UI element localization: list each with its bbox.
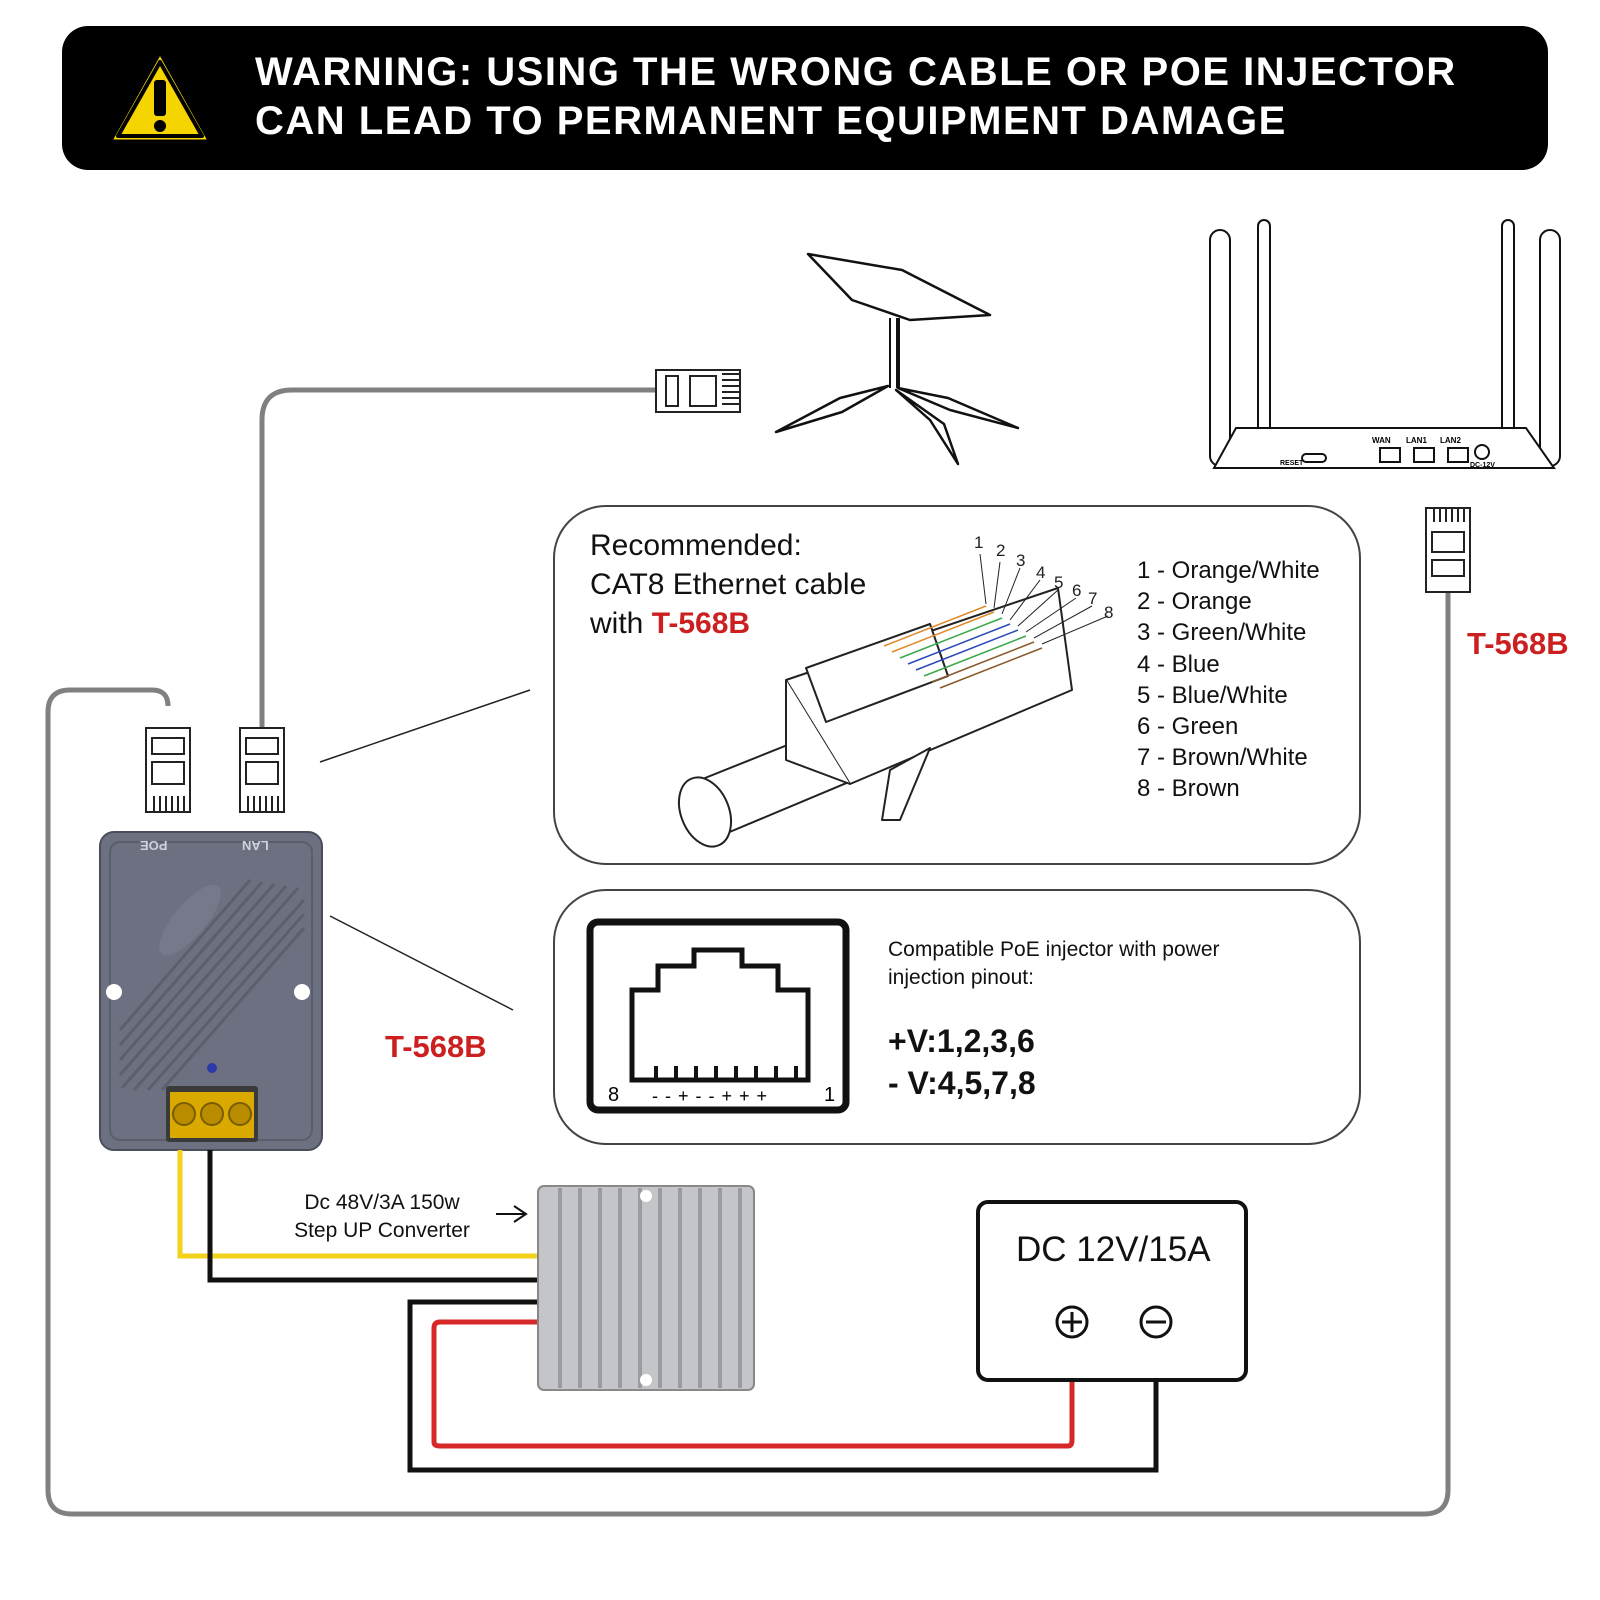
rj45-plug-lan-port (239, 727, 285, 813)
cable-recommendation: Recommended: CAT8 Ethernet cable with T-… (590, 526, 866, 643)
pinout-item: 6 - Green (1137, 713, 1239, 741)
warning-triangle-icon (106, 48, 214, 145)
pinout-item: 3 - Green/White (1137, 619, 1307, 647)
connector-pin-number: 8 (1104, 603, 1113, 622)
converter-label-line-2: Step UP Converter (294, 1219, 470, 1242)
injector-poe-port-label: POE (140, 838, 168, 853)
router-port-lan1: LAN1 (1406, 436, 1427, 445)
poe-description-line-2: injection pinout: (888, 966, 1034, 989)
pinout-item: 4 - Blue (1137, 650, 1220, 678)
power-supply-box (976, 1200, 1248, 1382)
lan-cable-standard-label: T-568B (385, 1029, 487, 1064)
router-port-lan2: LAN2 (1440, 436, 1461, 445)
pinout-list: 1 - Orange/White 2 - Orange 3 - Green/Wh… (1137, 555, 1320, 805)
rj45-jack-illustration (586, 918, 850, 1114)
warning-line-2: CAN LEAD TO PERMANENT EQUIPMENT DAMAGE (255, 99, 1287, 143)
jack-pin-8-label: 8 (608, 1084, 620, 1106)
negative-terminal-icon (1139, 1305, 1173, 1339)
cable-standard-prefix: with (590, 607, 652, 640)
cable-standard: T-568B (651, 607, 751, 640)
connector-pin-number: 3 (1016, 551, 1025, 570)
connector-pin-number: 2 (996, 541, 1005, 560)
router-cable-standard-label: T-568B (1467, 626, 1569, 661)
router (1209, 219, 1561, 469)
converter-label-line-1: Dc 48V/3A 150w (304, 1191, 460, 1214)
power-supply-label: DC 12V/15A (1016, 1230, 1211, 1269)
jack-pin-1-label: 1 (824, 1084, 836, 1106)
connector-pin-number: 1 (974, 533, 983, 552)
wire-black-negative (407, 1299, 1159, 1473)
pinout-item: 7 - Brown/White (1137, 744, 1308, 772)
poe-injector (99, 831, 323, 1151)
rj45-plug-dish (655, 369, 741, 413)
injector-lan-port-label: LAN (242, 838, 269, 853)
pinout-item: 2 - Orange (1137, 588, 1252, 616)
step-up-converter (537, 1185, 755, 1391)
ethernet-cable-router (45, 590, 1451, 1517)
cable-type: CAT8 Ethernet cable (590, 568, 867, 601)
router-reset-label: RESET (1280, 460, 1304, 467)
connector-pin-number: 4 (1036, 563, 1045, 582)
positive-terminal-icon (1055, 1305, 1089, 1339)
connector-pin-number: 5 (1054, 573, 1063, 592)
connector-pin-number: 7 (1088, 589, 1097, 608)
router-port-wan: WAN (1372, 436, 1391, 445)
ethernet-cable-dish (259, 387, 658, 728)
satellite-dish (774, 252, 1020, 466)
wire-black-to-converter (207, 1150, 540, 1283)
pointer-line-poe (329, 915, 514, 1011)
poe-description-line-1: Compatible PoE injector with power (888, 938, 1220, 961)
cable-standard-line: with T-568B (590, 604, 866, 643)
connector-pin-number: 6 (1072, 581, 1081, 600)
rj45-plug-poe-port (145, 727, 191, 813)
poe-negative-pins: - V:4,5,7,8 (888, 1065, 1036, 1101)
router-port-dc: DC-12V (1470, 462, 1495, 469)
warning-line-1: WARNING: USING THE WRONG CABLE OR POE IN… (255, 50, 1457, 94)
poe-pinout: +V:1,2,3,6 - V:4,5,7,8 (888, 1020, 1036, 1104)
recommended-heading: Recommended: (590, 529, 802, 562)
pinout-item: 1 - Orange/White (1137, 557, 1320, 584)
jack-polarity-label: - - + - - + + + (652, 1086, 769, 1106)
rj45-plug-router (1425, 507, 1471, 593)
warning-message: WARNING: USING THE WRONG CABLE OR POE IN… (255, 48, 1535, 146)
poe-positive-pins: +V:1,2,3,6 (888, 1023, 1035, 1059)
converter-pointer-arrow (496, 1205, 528, 1223)
warning-banner (62, 26, 1548, 170)
pinout-item: 8 - Brown (1137, 775, 1240, 803)
poe-description: Compatible PoE injector with power injec… (888, 936, 1220, 992)
wire-red-positive (431, 1319, 1075, 1449)
converter-label: Dc 48V/3A 150w Step UP Converter (272, 1189, 492, 1245)
wire-yellow-positive (177, 1150, 540, 1259)
pinout-item: 5 - Blue/White (1137, 681, 1288, 709)
pointer-line-cable (319, 689, 531, 763)
